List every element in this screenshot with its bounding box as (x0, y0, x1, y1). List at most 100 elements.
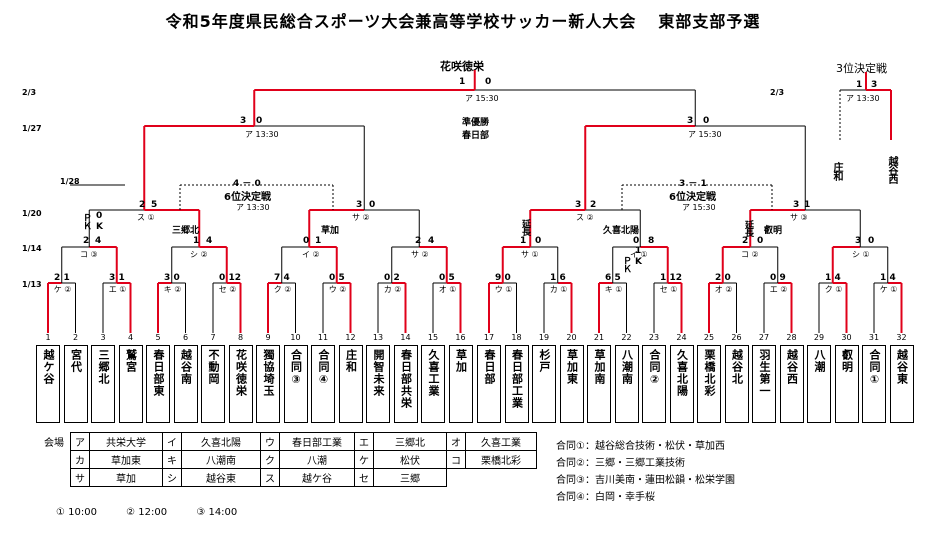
team-name: 羽生第一 (758, 349, 771, 397)
r32-score: 0 (504, 273, 511, 283)
team-number: 9 (265, 333, 271, 342)
team-box: 鷲宮 (118, 345, 143, 423)
r32-score: 7 (274, 273, 281, 283)
r32-score: 5 (338, 273, 345, 283)
qf-score: 3 (793, 200, 800, 210)
team-name: 久喜工業 (427, 349, 440, 397)
third-place-title: 3位決定戦 (836, 62, 887, 75)
team-name: 越谷東 (895, 349, 909, 385)
r16-venue: イ ① (630, 250, 648, 259)
team-box: 草加 (448, 345, 473, 423)
extra-time-note: 延長 (743, 220, 753, 236)
team-number: 31 (868, 333, 880, 342)
runners-up-name: 春日部 (462, 131, 490, 141)
r32-venue: ケ ② (53, 285, 72, 294)
venue-name: 松伏 (373, 450, 447, 469)
r32-score: 6 (605, 273, 612, 283)
r32-score: 0 (329, 273, 336, 283)
r32-score: 0 (770, 273, 777, 283)
r32-score: 0 (724, 273, 731, 283)
r16-score: 0 (633, 236, 640, 246)
venue-name: 八潮南 (181, 450, 261, 469)
team-number: 16 (455, 333, 466, 342)
school-note: 草加 (321, 226, 340, 236)
team-box: 杉戸 (532, 345, 556, 423)
team-box: 合同② (642, 345, 666, 423)
team-number: 11 (317, 333, 329, 342)
r32-score: 2 (715, 273, 722, 283)
semi-score: 3 (687, 116, 694, 126)
third-right-team: 越谷西 (886, 156, 897, 183)
third-score: 3 (871, 80, 878, 90)
extra-time-note: 延長 (520, 219, 530, 235)
r32-score: 1 (660, 273, 667, 283)
joint-team-note: 合同①：越谷総合技術・松伏・草加西 (556, 441, 725, 452)
r32-venue: オ ② (714, 285, 733, 294)
fifth-left-title: 6位決定戦 (224, 192, 271, 203)
r32-venue: ケ ① (879, 285, 898, 294)
venue-name: 草加 (89, 468, 163, 487)
team-name: 開智未来 (372, 349, 385, 397)
fifth-right-venue: ア 15:30 (682, 203, 716, 212)
date-label: 2/3 (770, 88, 785, 97)
team-number: 8 (237, 333, 244, 342)
team-box: 庄和 (338, 345, 363, 423)
venue-name: 久喜北陽 (181, 432, 261, 451)
r32-score: 12 (228, 273, 242, 283)
r32-venue: ウ ② (328, 285, 347, 294)
r32-score: 3 (109, 273, 116, 283)
qf-score: 0 (369, 200, 376, 210)
venue-name: 久喜工業 (465, 432, 537, 451)
team-name: 越ケ谷 (42, 349, 55, 385)
r32-score: 9 (779, 273, 786, 283)
team-name: 花咲徳栄 (234, 349, 248, 397)
team-box: 越谷東 (889, 345, 914, 423)
venue-code: イ (162, 432, 182, 451)
team-name: 三郷北 (97, 349, 110, 385)
team-name: 草加南 (593, 349, 606, 385)
team-number: 24 (676, 333, 687, 342)
team-name: 八潮 (813, 349, 826, 373)
r16-score: 2 (415, 236, 422, 246)
school-note: 久喜北陽 (603, 226, 640, 236)
qf-venue: サ ② (352, 213, 370, 222)
qf-venue: ス ② (576, 213, 594, 222)
venue-table: 会場 ア 共栄大学 イ 久喜北陽 ウ 春日部工業 エ 三郷北 オ 久喜工業 カ … (40, 432, 537, 487)
team-number: 4 (127, 333, 134, 342)
team-box: 獨協埼玉 (256, 345, 280, 423)
team-box: 久喜工業 (421, 345, 445, 423)
r16-score: 0 (757, 236, 764, 246)
r16-score: 0 (868, 236, 875, 246)
qf-venue: ス ① (137, 213, 155, 222)
r32-venue: キ ② (163, 285, 182, 294)
venue-name: 三郷北 (373, 432, 447, 451)
team-name: 草加 (454, 349, 468, 373)
team-number: 13 (372, 333, 384, 342)
team-box: 栗橋北彩 (697, 345, 721, 423)
r16-score: 1 (193, 236, 200, 246)
r32-score: 1 (118, 273, 125, 283)
r32-score: 1 (880, 273, 887, 283)
team-name: 草加東 (565, 349, 579, 385)
qf-score: 2 (139, 200, 146, 210)
r16-venue: コ ② (741, 250, 759, 259)
r32-venue: エ ① (108, 285, 127, 294)
team-box: 春日部 (477, 345, 501, 423)
r32-venue: ク ② (273, 285, 292, 294)
r16-score: 3 (855, 236, 862, 246)
team-name: 杉戸 (538, 349, 551, 373)
semi-score: 0 (256, 116, 263, 126)
team-name: 栗橋北彩 (703, 349, 716, 397)
venue-name: 共栄大学 (89, 432, 163, 451)
r16-venue: コ ③ (80, 250, 98, 259)
team-name: 庄和 (344, 349, 358, 373)
venue-caption: 会場 (44, 438, 64, 449)
r32-score: 0 (173, 273, 180, 283)
team-box: 久喜北陽 (669, 345, 694, 423)
pk-note-k: K (635, 257, 642, 267)
r16-venue: サ ② (411, 250, 429, 259)
r16-score: 0 (535, 236, 542, 246)
school-note: 三郷北 (172, 226, 200, 236)
r16-score: 4 (428, 236, 435, 246)
